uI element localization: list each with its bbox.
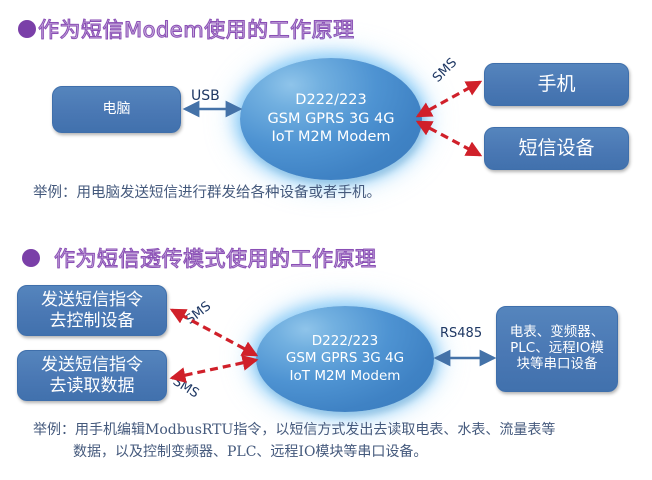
bullet-icon <box>18 20 36 38</box>
connector-label-rs485: RS485 <box>440 326 483 341</box>
section-2-heading: 作为短信透传模式使用的工作原理 <box>22 243 377 273</box>
node-mobile-phone-label: 手机 <box>537 73 576 96</box>
connector-label-usb: USB <box>191 88 220 104</box>
section-1-caption: 举例：用电脑发送短信进行群发给各种设备或者手机。 <box>33 185 381 201</box>
connector-label-sms-section-1: SMS <box>430 55 461 86</box>
section-2-caption-line2: 数据，以及控制变频器、PLC、远程IO模块等串口设备。 <box>73 443 428 460</box>
connector-label-sms-upper: SMS <box>183 298 215 328</box>
node-serial-devices-line1: 电表、变频器、 <box>509 324 605 341</box>
node-send-sms-control[interactable]: 发送短信指令 去控制设备 <box>17 285 167 336</box>
section-1-heading: 作为短信Modem使用的工作原理 <box>18 14 355 44</box>
connector-label-sms-lower: SMS <box>170 374 202 402</box>
node-serial-devices-line3: 块等串口设备 <box>516 355 598 372</box>
section-2-caption: 举例：用手机编辑ModbusRTU指令，以短信方式发出去读取电表、水表、流量表等… <box>33 420 555 463</box>
node-send-sms-read-line1: 发送短信指令 <box>41 355 143 376</box>
node-send-sms-control-line1: 发送短信指令 <box>41 290 143 311</box>
modem-type-line: IoT M2M Modem <box>289 367 401 384</box>
section-2-heading-text: 作为短信透传模式使用的工作原理 <box>54 247 377 272</box>
node-sms-device-label: 短信设备 <box>518 137 595 160</box>
arrow-sms-phone <box>415 80 483 118</box>
arrow-sms-device <box>415 120 483 157</box>
node-modem-section-2[interactable]: D222/223 GSM GPRS 3G 4G IoT M2M Modem <box>256 306 434 412</box>
modem-network-line: GSM GPRS 3G 4G <box>285 350 405 367</box>
node-computer-label: 电脑 <box>102 101 131 118</box>
bullet-icon <box>22 249 40 267</box>
node-send-sms-control-line2: 去控制设备 <box>49 310 135 331</box>
node-send-sms-read[interactable]: 发送短信指令 去读取数据 <box>17 350 167 401</box>
node-serial-devices[interactable]: 电表、变频器、 PLC、远程IO模 块等串口设备 <box>496 306 618 392</box>
node-computer[interactable]: 电脑 <box>52 86 181 133</box>
section-1-heading-text: 作为短信Modem使用的工作原理 <box>38 18 355 43</box>
modem-model-line: D222/223 <box>295 91 367 108</box>
node-sms-device[interactable]: 短信设备 <box>484 127 629 170</box>
node-modem-section-1[interactable]: D222/223 GSM GPRS 3G 4G IoT M2M Modem <box>240 58 422 180</box>
node-send-sms-read-line2: 去读取数据 <box>49 375 135 396</box>
node-serial-devices-line2: PLC、远程IO模 <box>510 340 604 357</box>
arrow-sms-read <box>169 354 259 384</box>
modem-model-line: D222/223 <box>311 332 379 349</box>
node-mobile-phone[interactable]: 手机 <box>484 63 629 106</box>
modem-network-line: GSM GPRS 3G 4G <box>267 110 395 127</box>
modem-type-line: IoT M2M Modem <box>271 129 391 146</box>
section-2-caption-line1: 举例：用手机编辑ModbusRTU指令，以短信方式发出去读取电表、水表、流量表等 <box>33 422 556 438</box>
